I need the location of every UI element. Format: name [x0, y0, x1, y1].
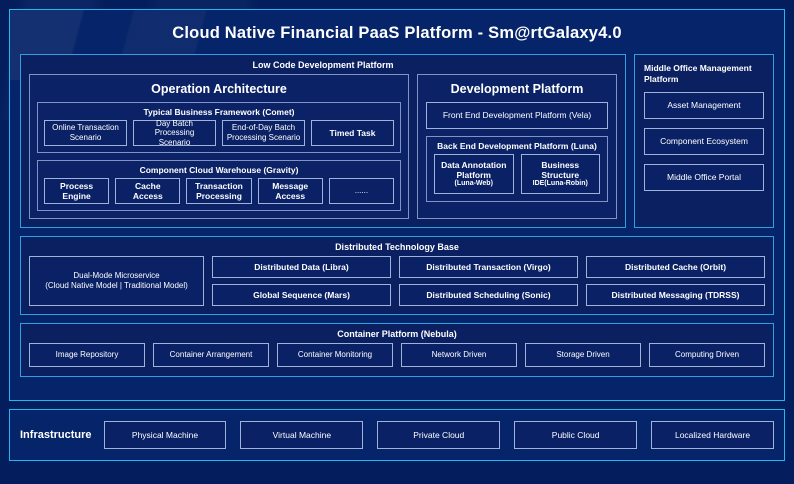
back-end-items: Data Annotation Platform (Luna-Web) Busi… — [427, 154, 607, 201]
panel-back-end-development-platform: Back End Development Platform (Luna) Dat… — [426, 136, 608, 202]
development-platform-body: Front End Development Platform (Vela) Ba… — [418, 102, 616, 210]
middle-office-box[interactable]: Component Ecosystem — [644, 127, 764, 155]
back-end-box-main: Business Structure — [541, 159, 580, 180]
dtb-box[interactable]: Distributed Cache (Orbit) — [586, 256, 765, 278]
middle-office-box[interactable]: Asset Management — [644, 91, 764, 119]
component-box[interactable]: Process Engine — [44, 178, 110, 204]
container-platform-box[interactable]: Computing Driven — [649, 343, 765, 367]
front-end-development-platform-box[interactable]: Front End Development Platform (Vela) — [426, 102, 608, 129]
back-end-box[interactable]: Data Annotation Platform (Luna-Web) — [434, 154, 514, 194]
scenario-box[interactable]: Day Batch Processing Scenario — [133, 119, 216, 147]
operation-architecture-heading: Operation Architecture — [151, 82, 287, 96]
dtb-box[interactable]: Distributed Data (Libra) — [212, 256, 391, 278]
container-platform-items: Image Repository Container Arrangement C… — [21, 343, 773, 376]
middle-office-box[interactable]: Middle Office Portal — [644, 163, 764, 191]
panel-operation-architecture: Operation Architecture Typical Business … — [29, 74, 409, 219]
component-box[interactable]: Message Access — [257, 178, 323, 204]
page-title: Cloud Native Financial PaaS Platform - S… — [172, 24, 622, 42]
distributed-technology-base-body: Dual-Mode Microservice (Cloud Native Mod… — [21, 256, 773, 314]
component-box[interactable]: Cache Access — [115, 178, 181, 204]
panel-low-code-development-platform: Low Code Development Platform Operation … — [20, 54, 626, 228]
back-end-box-main: Data Annotation Platform — [441, 159, 507, 180]
panel-component-cloud-warehouse: Component Cloud Warehouse (Gravity) Proc… — [37, 160, 401, 211]
scenario-box[interactable]: Online Transaction Scenario — [44, 120, 127, 146]
top-row: Low Code Development Platform Operation … — [10, 54, 784, 228]
back-end-box-tail: (Luna-Web) — [454, 180, 493, 187]
dual-mode-microservice-box[interactable]: Dual-Mode Microservice (Cloud Native Mod… — [29, 256, 204, 306]
dtb-box[interactable]: Distributed Scheduling (Sonic) — [399, 284, 578, 306]
distributed-technology-base-title: Distributed Technology Base — [335, 242, 459, 252]
back-end-box-tail: IDE(Luna-Robin) — [532, 180, 588, 187]
dtb-featured-column: Dual-Mode Microservice (Cloud Native Mod… — [29, 256, 204, 306]
development-platform-heading: Development Platform — [450, 82, 584, 96]
container-platform-box[interactable]: Storage Driven — [525, 343, 641, 367]
dtb-column: Distributed Transaction (Virgo) Distribu… — [399, 256, 578, 306]
typical-business-framework-items: Online Transaction Scenario Day Batch Pr… — [38, 119, 400, 152]
dtb-column: Distributed Cache (Orbit) Distributed Me… — [586, 256, 765, 306]
component-cloud-warehouse-items: Process Engine Cache Access Transaction … — [38, 178, 400, 210]
component-box-more[interactable]: ...... — [328, 178, 395, 204]
dtb-column: Distributed Data (Libra) Global Sequence… — [212, 256, 391, 306]
panel-distributed-technology-base: Distributed Technology Base Dual-Mode Mi… — [20, 236, 774, 315]
panel-container-platform: Container Platform (Nebula) Image Reposi… — [20, 323, 774, 377]
platform-card: Cloud Native Financial PaaS Platform - S… — [9, 9, 785, 401]
middle-office-title: Middle Office Management Platform — [644, 63, 752, 85]
diagram-page: Cloud Native Financial PaaS Platform - S… — [9, 9, 785, 461]
operation-architecture-body: Typical Business Framework (Comet) Onlin… — [30, 102, 408, 218]
container-platform-title: Container Platform (Nebula) — [337, 329, 457, 339]
container-platform-box[interactable]: Image Repository — [29, 343, 145, 367]
scenario-box[interactable]: End-of-Day Batch Processing Scenario — [222, 120, 305, 146]
infrastructure-label: Infrastructure — [20, 429, 92, 441]
infrastructure-box[interactable]: Private Cloud — [377, 421, 501, 449]
infrastructure-box[interactable]: Public Cloud — [514, 421, 638, 449]
panel-development-platform: Development Platform Front End Developme… — [417, 74, 617, 219]
panel-typical-business-framework: Typical Business Framework (Comet) Onlin… — [37, 102, 401, 153]
low-code-body: Operation Architecture Typical Business … — [21, 74, 625, 227]
back-end-box[interactable]: Business Structure IDE(Luna-Robin) — [520, 154, 600, 194]
dtb-box[interactable]: Distributed Transaction (Virgo) — [399, 256, 578, 278]
infrastructure-box[interactable]: Physical Machine — [103, 421, 227, 449]
back-end-development-platform-title: Back End Development Platform (Luna) — [437, 141, 597, 151]
infrastructure-items: Physical Machine Virtual Machine Private… — [103, 421, 774, 449]
low-code-title: Low Code Development Platform — [252, 60, 394, 70]
panel-middle-office-management-platform: Middle Office Management Platform Asset … — [634, 54, 774, 228]
panel-infrastructure: Infrastructure Physical Machine Virtual … — [9, 409, 785, 461]
container-platform-box[interactable]: Network Driven — [401, 343, 517, 367]
typical-business-framework-title: Typical Business Framework (Comet) — [143, 107, 295, 117]
container-platform-box[interactable]: Container Monitoring — [277, 343, 393, 367]
scenario-box[interactable]: Timed Task — [311, 120, 394, 146]
middle-office-items: Asset Management Component Ecosystem Mid… — [635, 91, 773, 201]
container-platform-box[interactable]: Container Arrangement — [153, 343, 269, 367]
component-cloud-warehouse-title: Component Cloud Warehouse (Gravity) — [139, 165, 299, 175]
infrastructure-box[interactable]: Virtual Machine — [240, 421, 364, 449]
infrastructure-box[interactable]: Localized Hardware — [651, 421, 774, 449]
component-box[interactable]: Transaction Processing — [186, 178, 252, 204]
dtb-box[interactable]: Global Sequence (Mars) — [212, 284, 391, 306]
dtb-box[interactable]: Distributed Messaging (TDRSS) — [586, 284, 765, 306]
